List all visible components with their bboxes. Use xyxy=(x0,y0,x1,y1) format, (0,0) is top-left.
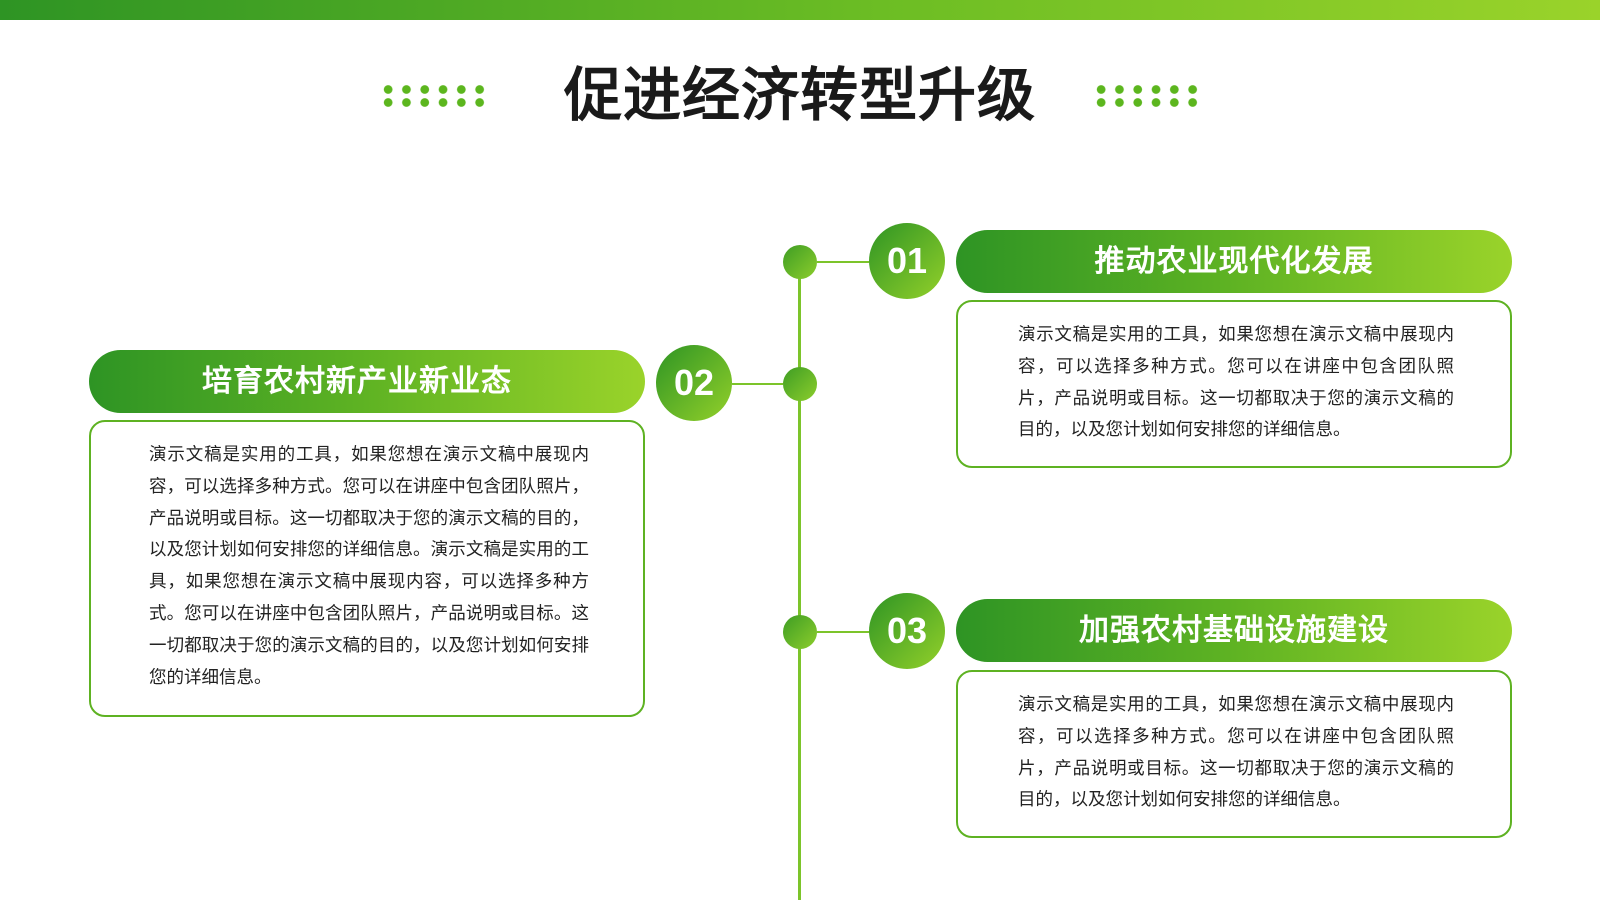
timeline-connector xyxy=(817,631,869,633)
item-description: 演示文稿是实用的工具，如果您想在演示文稿中展现内容，可以选择多种方式。您可以在讲… xyxy=(1018,695,1454,811)
item-title-pill: 加强农村基础设施建设 xyxy=(956,599,1512,662)
timeline-connector xyxy=(732,383,783,385)
timeline-spine xyxy=(798,258,801,900)
timeline-node xyxy=(783,615,817,649)
item-description: 演示文稿是实用的工具，如果您想在演示文稿中展现内容，可以选择多种方式。您可以在讲… xyxy=(1018,325,1454,441)
item-title-pill: 推动农业现代化发展 xyxy=(956,230,1512,293)
dot-pattern-right xyxy=(1092,83,1202,109)
timeline-connector xyxy=(817,261,869,263)
dot-pattern-left xyxy=(379,83,489,109)
item-description-card: 演示文稿是实用的工具，如果您想在演示文稿中展现内容，可以选择多种方式。您可以在讲… xyxy=(956,300,1512,468)
top-accent-bar xyxy=(0,0,1600,20)
page-title: 促进经济转型升级 xyxy=(563,61,1036,129)
item-number-badge: 01 xyxy=(869,223,945,299)
item-description-card: 演示文稿是实用的工具，如果您想在演示文稿中展现内容，可以选择多种方式。您可以在讲… xyxy=(956,670,1512,838)
timeline-node xyxy=(783,245,817,279)
item-title-pill: 培育农村新产业新业态 xyxy=(89,350,645,413)
item-description-card: 演示文稿是实用的工具，如果您想在演示文稿中展现内容，可以选择多种方式。您可以在讲… xyxy=(89,420,645,717)
item-description: 演示文稿是实用的工具，如果您想在演示文稿中展现内容，可以选择多种方式。您可以在讲… xyxy=(149,445,589,688)
item-number-badge: 03 xyxy=(869,593,945,669)
timeline-node xyxy=(783,367,817,401)
item-number-badge: 02 xyxy=(656,345,732,421)
